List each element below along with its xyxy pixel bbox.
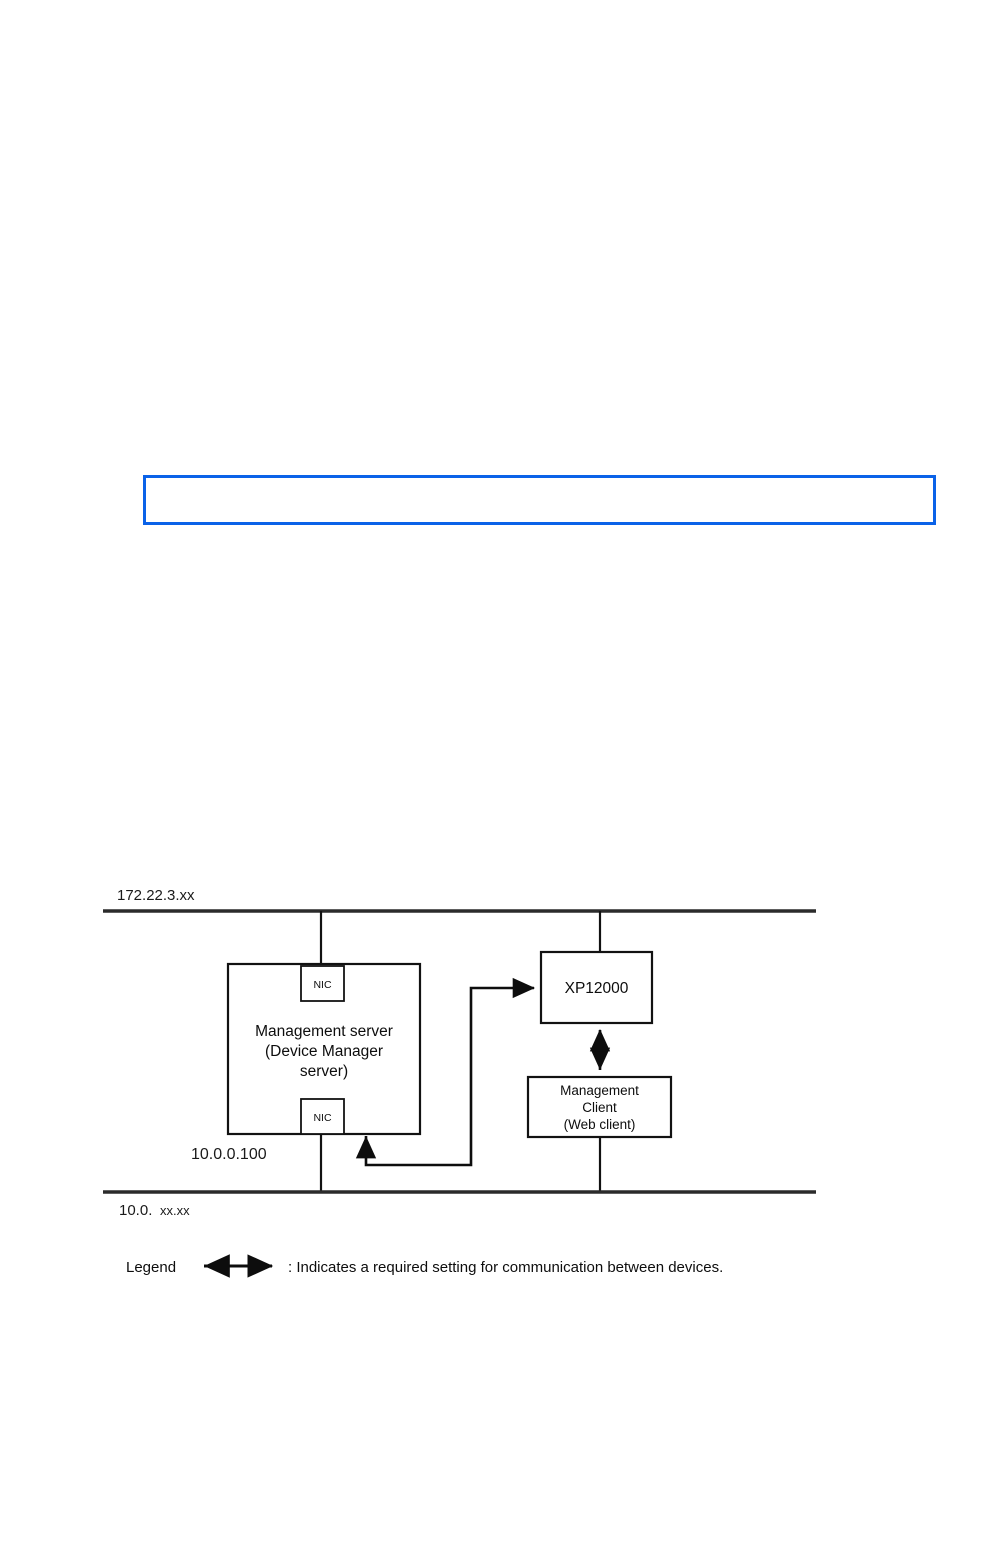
legend-description: : Indicates a required setting for commu… xyxy=(288,1259,723,1276)
xp12000-box xyxy=(539,950,654,1025)
nic-upper-box xyxy=(300,965,345,1002)
upper-network-label: 172.22.3.xx xyxy=(117,887,195,904)
management-server-label-line3: server) xyxy=(300,1063,348,1080)
nic-upper-label: NIC xyxy=(313,979,332,991)
management-server-label-line1: Management server xyxy=(255,1023,393,1040)
management-server-label-line2: (Device Manager xyxy=(265,1043,383,1060)
nic-lower-box xyxy=(300,1098,345,1135)
empty-highlight-box xyxy=(143,475,936,525)
arrow-management-server-xp12000 xyxy=(355,977,536,1167)
management-client-label-line2: Client xyxy=(582,1100,617,1115)
xp12000-label: XP12000 xyxy=(565,980,629,997)
legend-title: Legend xyxy=(126,1259,176,1276)
management-server-ip-label: 10.0.0.100 xyxy=(191,1146,267,1163)
lower-network-label: 10.0. xyxy=(119,1202,152,1219)
lower-network-label-suffix: xx.xx xyxy=(160,1203,190,1218)
nic-lower-label: NIC xyxy=(313,1112,332,1124)
management-client-label-line1: Management xyxy=(560,1083,639,1098)
management-client-label-line3: (Web client) xyxy=(564,1117,636,1132)
